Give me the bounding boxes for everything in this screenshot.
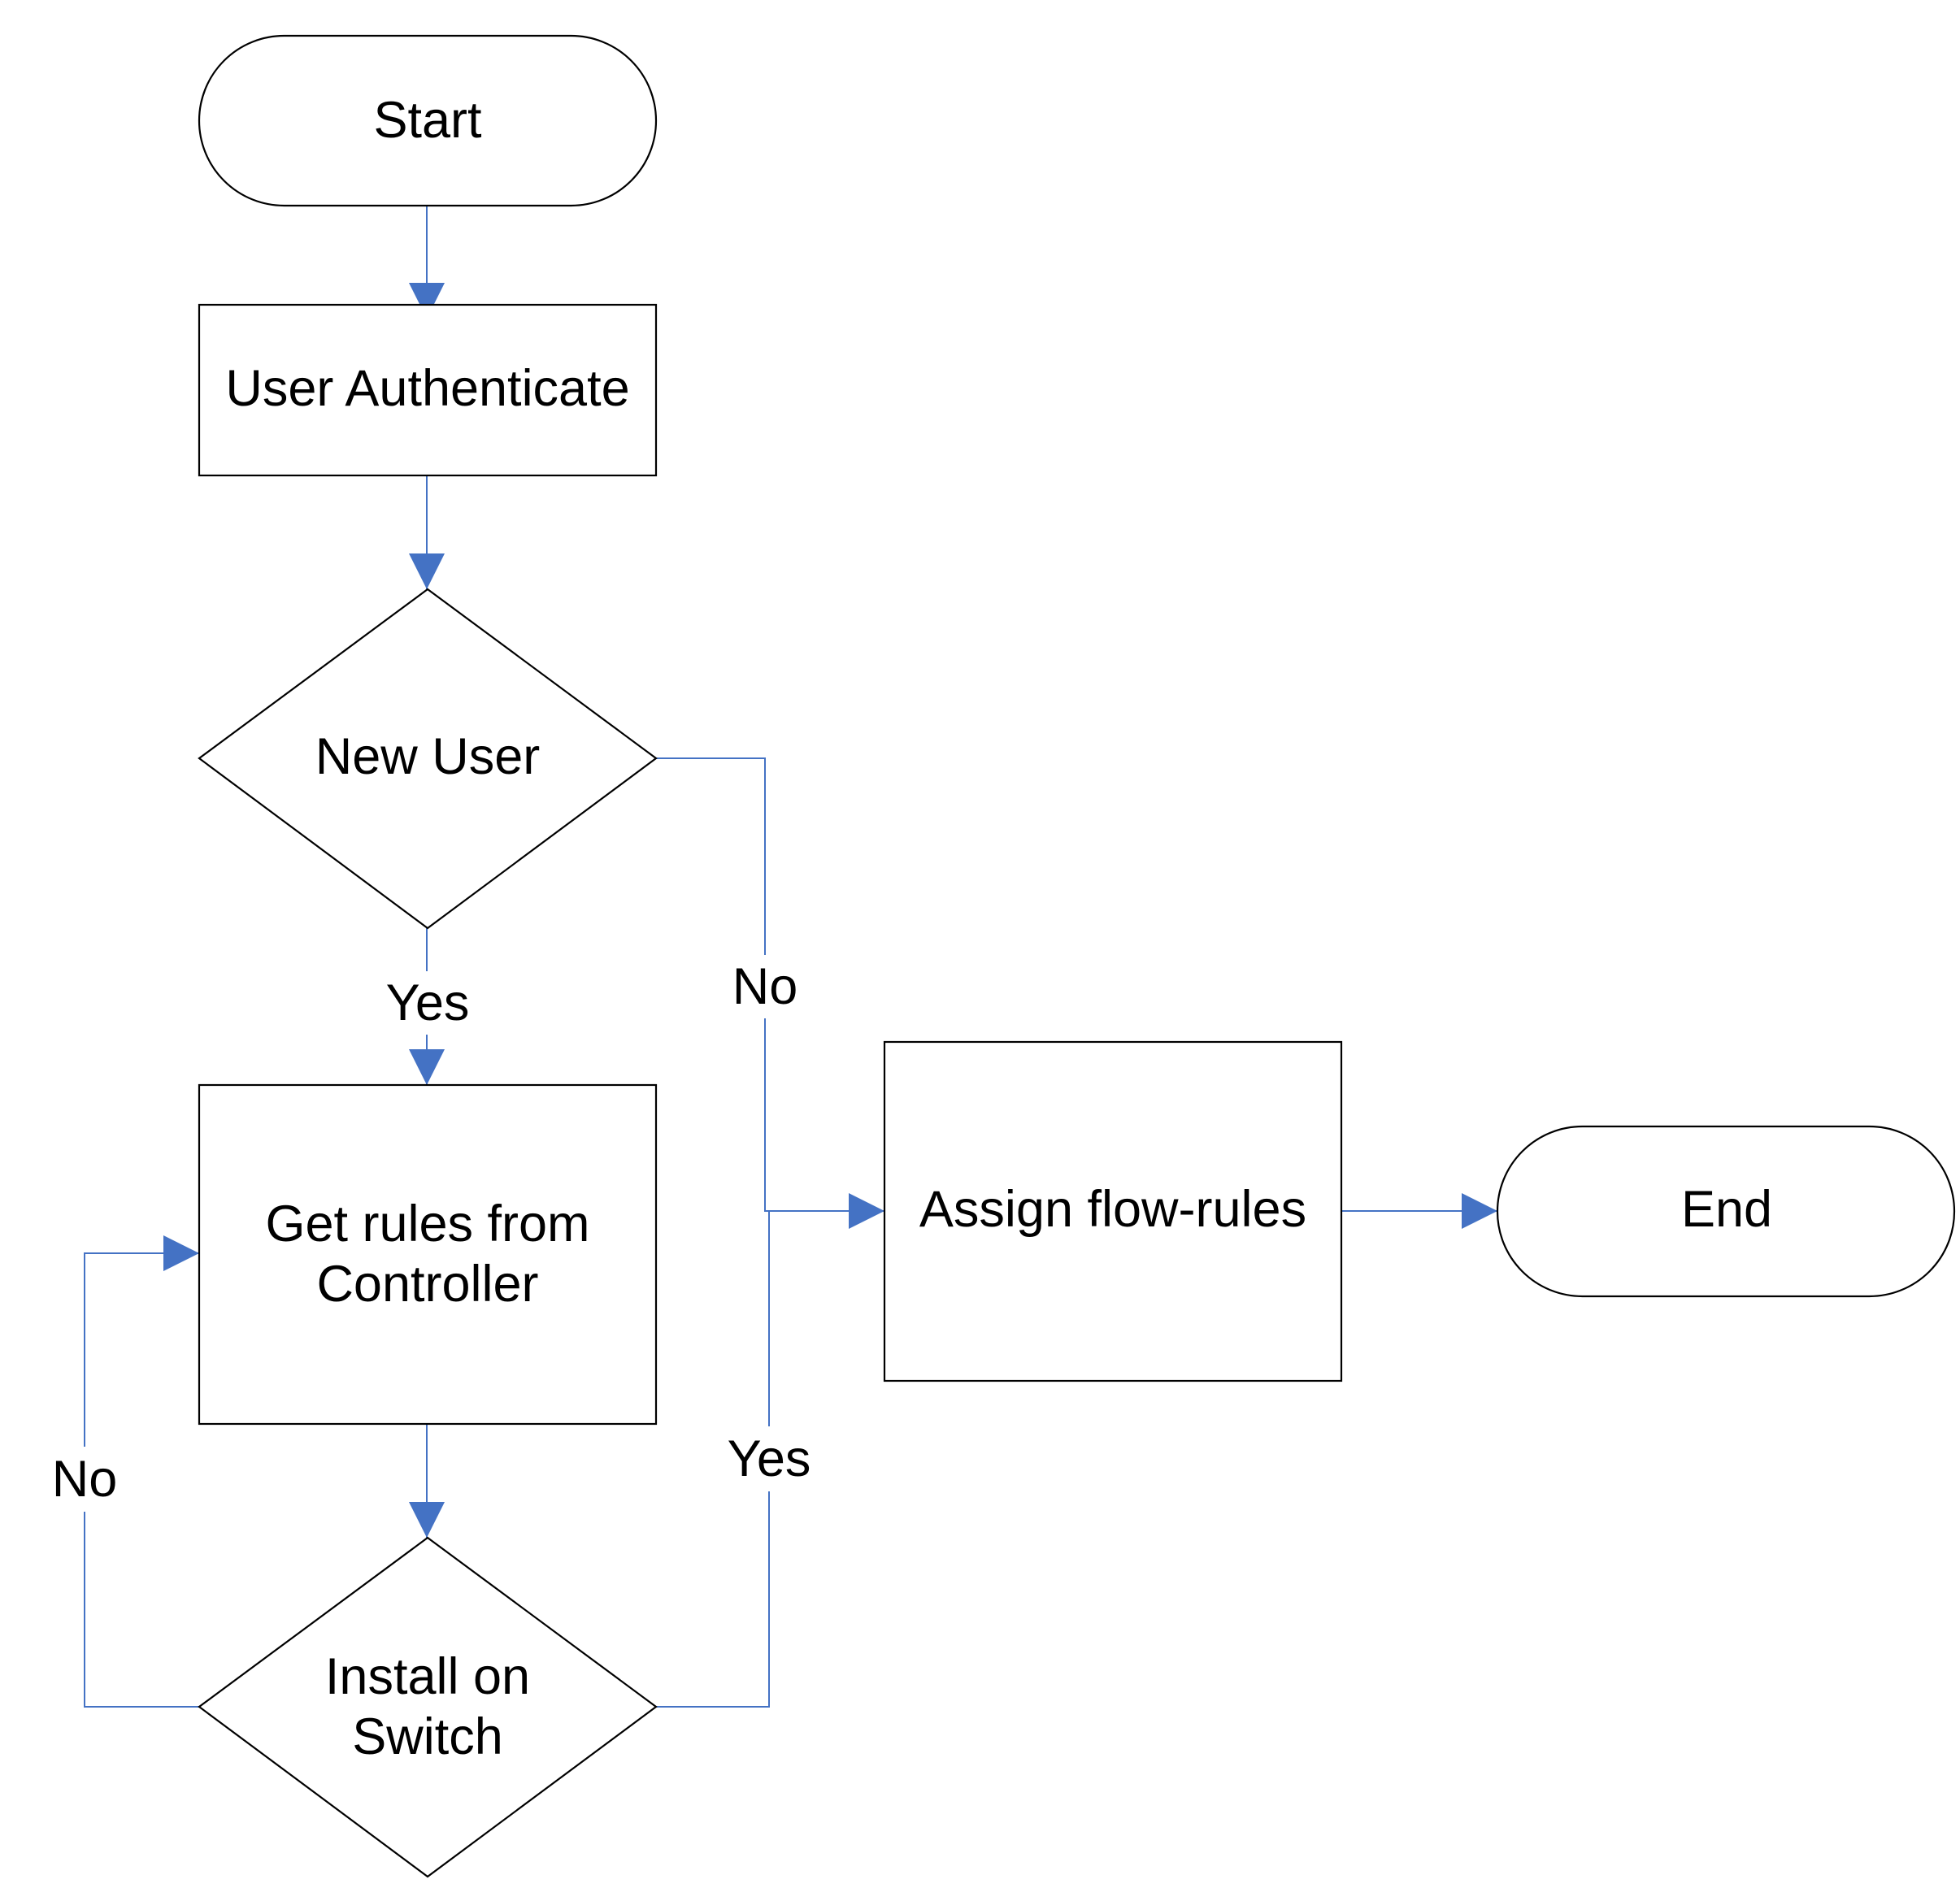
authenticate-node: User Authenticate xyxy=(198,303,658,477)
install-yes-text: Yes xyxy=(728,1430,811,1487)
new-user-label: New User xyxy=(315,728,541,785)
new-user-decision: New User xyxy=(198,588,658,930)
end-label: End xyxy=(1681,1181,1772,1238)
edge-label-install-yes: Yes xyxy=(717,1426,821,1491)
edge-label-install-no: No xyxy=(46,1447,124,1512)
start-label: Start xyxy=(373,92,482,149)
end-node: End xyxy=(1496,1125,1956,1298)
install-no-text: No xyxy=(52,1451,118,1508)
arrow-install-yes-to-assign xyxy=(656,1211,770,1708)
get-rules-label-line2: Controller xyxy=(316,1256,538,1313)
authenticate-label: User Authenticate xyxy=(225,360,629,417)
new-user-yes-text: Yes xyxy=(386,974,470,1031)
assign-node: Assign flow-rules xyxy=(883,1040,1343,1382)
get-rules-node: Get rules from Controller xyxy=(198,1083,658,1426)
edge-label-new-user-yes: Yes xyxy=(376,971,480,1035)
edge-label-new-user-no: No xyxy=(726,955,804,1018)
install-decision: Install on Switch xyxy=(198,1536,658,1878)
assign-label: Assign flow-rules xyxy=(919,1181,1306,1238)
install-label-line1: Install on xyxy=(325,1648,530,1705)
start-node: Start xyxy=(198,34,658,207)
install-label-line2: Switch xyxy=(352,1708,503,1765)
get-rules-label-line1: Get rules from xyxy=(265,1196,589,1252)
new-user-no-text: No xyxy=(732,958,798,1015)
